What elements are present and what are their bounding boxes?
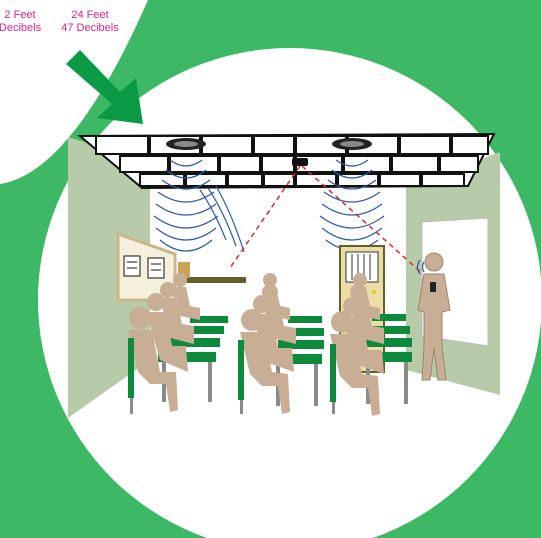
decibel-value: 47 Decibels bbox=[44, 22, 136, 35]
distance-value: 2 Feet bbox=[0, 9, 50, 22]
decibel-value: Decibels bbox=[0, 22, 50, 35]
distance-label-far: 24 Feet 47 Decibels bbox=[44, 9, 136, 35]
speaker-icon bbox=[332, 138, 372, 150]
sensor-icon bbox=[292, 158, 308, 166]
ceiling bbox=[80, 134, 494, 188]
speaker-icon bbox=[166, 138, 206, 150]
distance-value: 24 Feet bbox=[44, 9, 136, 22]
distance-label-near: 2 Feet Decibels bbox=[0, 9, 50, 35]
